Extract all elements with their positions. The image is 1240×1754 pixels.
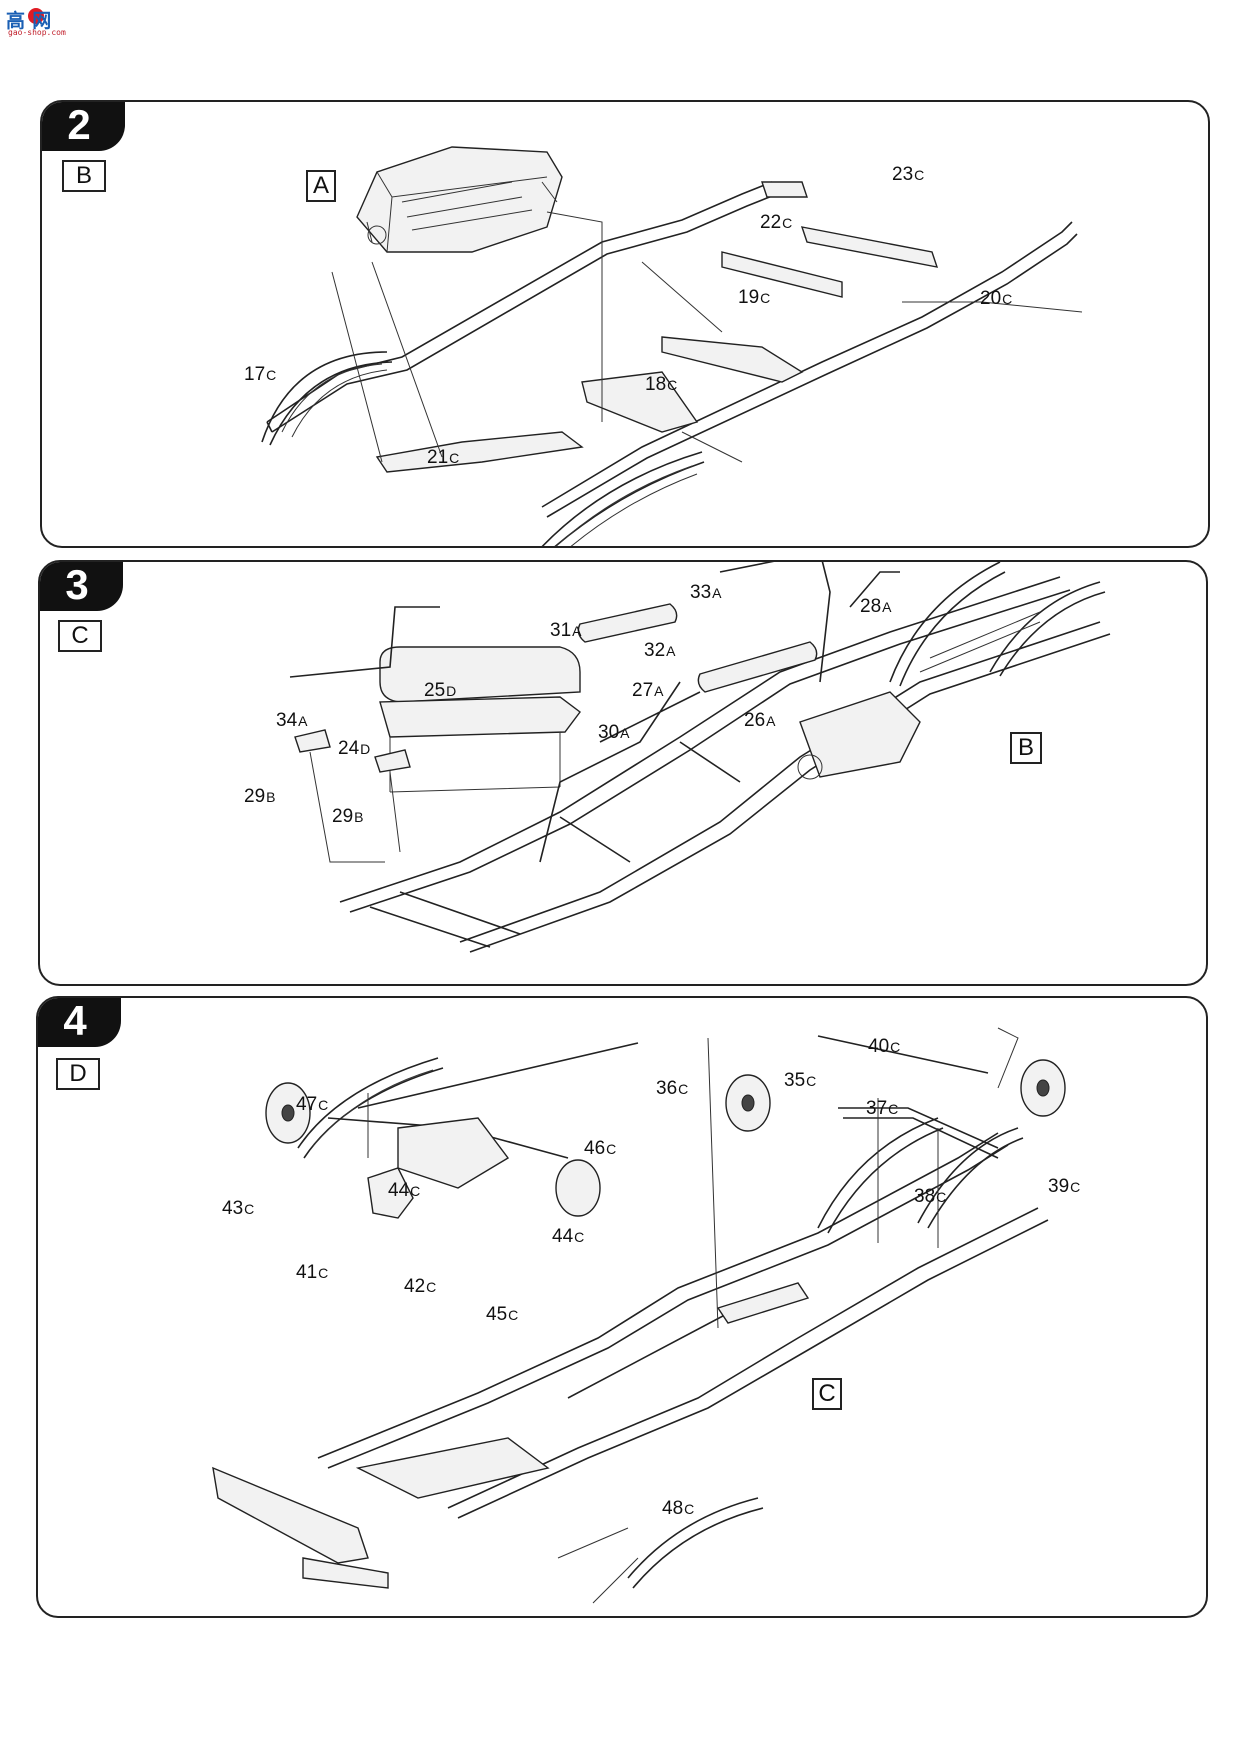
part-label: 21C [427, 447, 460, 468]
ref-box-a: A [306, 170, 336, 202]
part-label: 41C [296, 1262, 329, 1283]
part-label: 29B [332, 806, 364, 827]
logo-mark-icon [28, 8, 44, 24]
engine-block-illustration [356, 146, 563, 253]
part-label: 35C [784, 1070, 817, 1091]
site-logo: 高 网 gao-shop.com [6, 6, 70, 38]
part-label: 17C [244, 364, 277, 385]
part-label: 38C [914, 1186, 947, 1207]
part-label: 36C [656, 1078, 689, 1099]
step-4-panel: 4 [36, 996, 1208, 1618]
part-label: 26A [744, 710, 776, 731]
step-4-chassis-drawing [212, 1027, 1066, 1604]
part-label: 31A [550, 620, 582, 641]
part-label: 44C [388, 1180, 421, 1201]
ref-box-b: B [62, 160, 106, 192]
part-label: 39C [1048, 1176, 1081, 1197]
part-label: 18C [645, 374, 678, 395]
part-label: 43C [222, 1198, 255, 1219]
part-label: 42C [404, 1276, 437, 1297]
part-label: 19C [738, 287, 771, 308]
ref-box-b: B [1010, 732, 1042, 764]
part-label: 33A [690, 582, 722, 603]
part-label: 20C [980, 288, 1013, 309]
logo-url: gao-shop.com [8, 28, 66, 37]
step-3-panel: 3 C B 33A 28A 31A 32A 27A 25D 34A 30 [38, 560, 1208, 986]
part-label: 37C [866, 1098, 899, 1119]
part-label: 44C [552, 1226, 585, 1247]
part-label: 22C [760, 212, 793, 233]
part-label: 45C [486, 1304, 519, 1325]
step-number: 2 [42, 102, 125, 151]
part-label: 34A [276, 710, 308, 731]
step-number: 3 [40, 562, 123, 611]
part-label: 40C [868, 1036, 901, 1057]
part-label: 46C [584, 1138, 617, 1159]
step-2-panel: 2 B A 23C 22C 19C 20C 17C 1 [40, 100, 1210, 548]
part-label: 27A [632, 680, 664, 701]
part-label: 48C [662, 1498, 695, 1519]
part-label: 23C [892, 164, 925, 185]
logo-text: 高 网 [6, 11, 53, 32]
part-label: 28A [860, 596, 892, 617]
ref-box-d: D [56, 1058, 100, 1090]
ref-box-c: C [58, 620, 102, 652]
part-label: 25D [424, 680, 457, 701]
part-label: 24D [338, 738, 371, 759]
part-label: 29B [244, 786, 276, 807]
step-2-frame-drawing [261, 146, 1083, 546]
part-label: 30A [598, 722, 630, 743]
step-3-frame-drawing [289, 562, 1111, 953]
part-label: 32A [644, 640, 676, 661]
step-number: 4 [38, 998, 121, 1047]
ref-box-c: C [812, 1378, 842, 1410]
part-label: 47C [296, 1094, 329, 1115]
